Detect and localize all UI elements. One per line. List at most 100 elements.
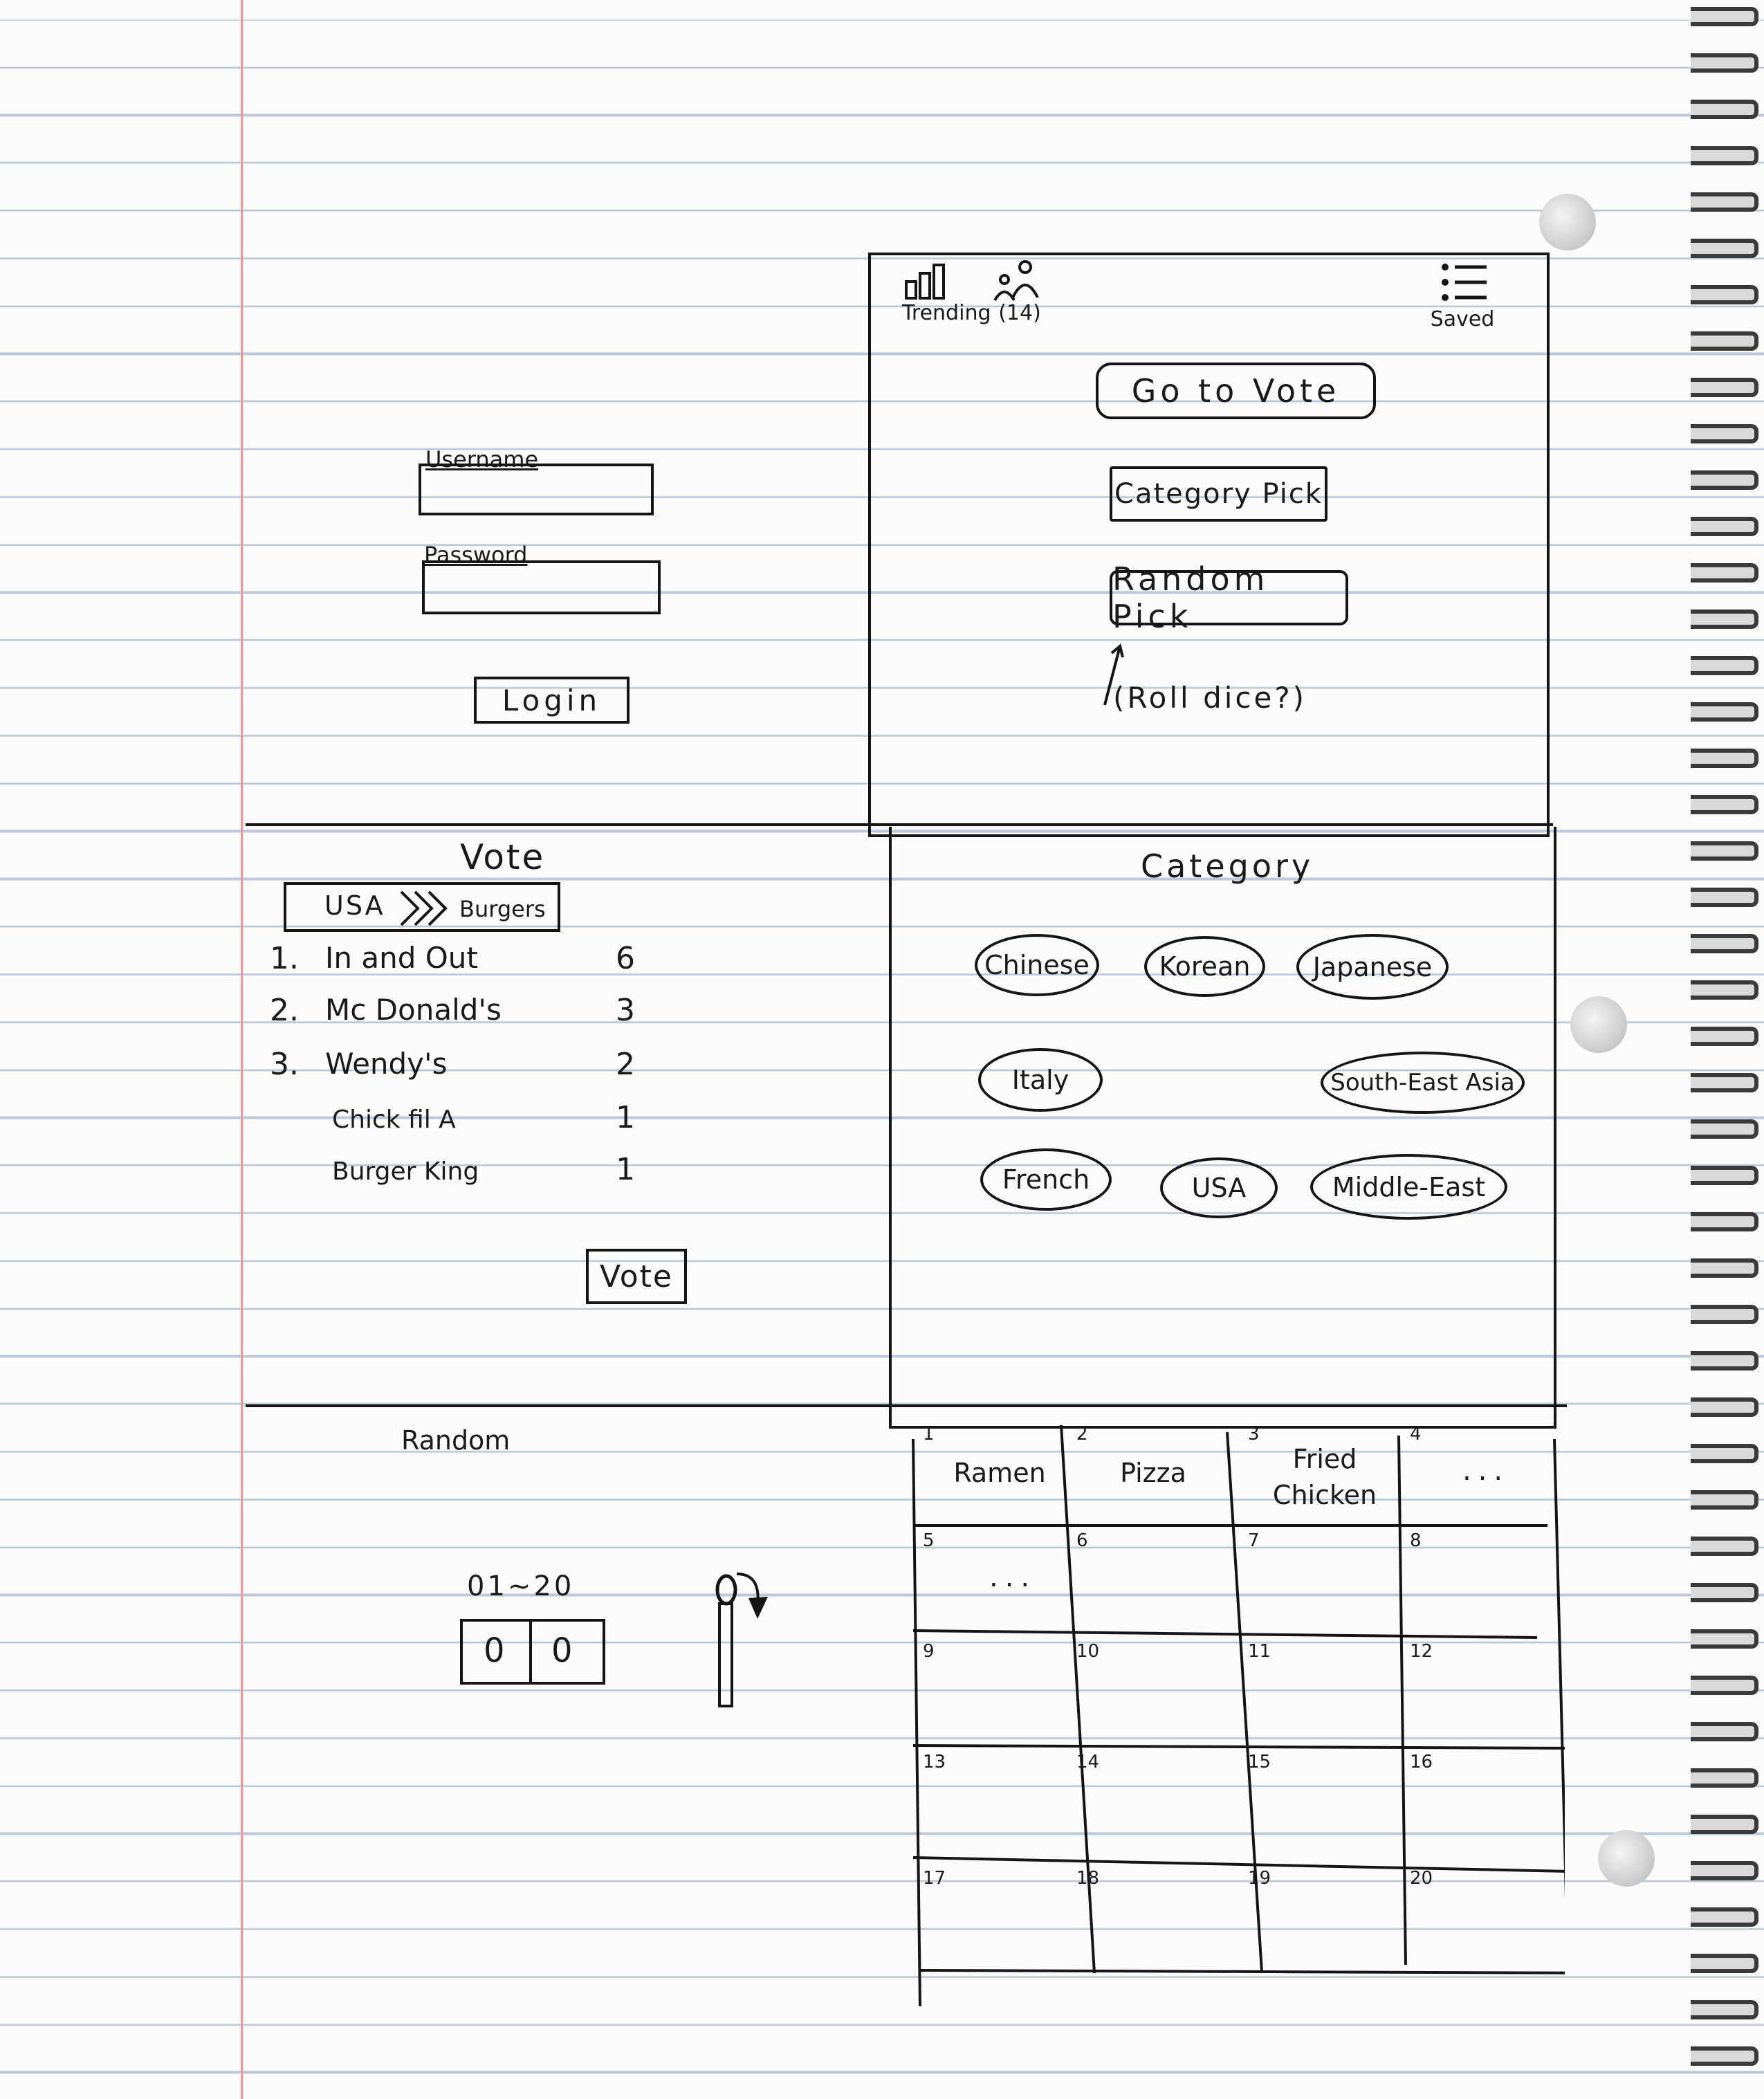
grid-cell[interactable]: 10 [1074,1641,1219,1738]
breadcrumb-country[interactable]: USA [324,890,385,921]
grid-cell[interactable]: 7 [1245,1530,1390,1627]
spiral-ring [1691,7,1758,26]
category-french[interactable]: French [980,1148,1112,1211]
username-field[interactable] [419,464,654,515]
grid-cell-number: 3 [1248,1424,1260,1445]
spiral-ring [1691,1722,1758,1741]
category-south-east-asia[interactable]: South-East Asia [1321,1052,1525,1114]
random-digit-tens: 0 [484,1631,505,1670]
grid-cell-number: 16 [1410,1752,1433,1772]
online-users[interactable]: (14) [982,259,1058,335]
home-screen: Trending (14) Saved Go to Vote Category … [868,253,1550,837]
grid-cell[interactable]: 4... [1407,1424,1552,1521]
spiral-ring [1691,1490,1758,1510]
digit-divider [529,1622,532,1682]
vote-button[interactable]: Vote [586,1249,687,1304]
grid-cell[interactable]: 6 [1074,1530,1219,1627]
password-field[interactable] [422,560,661,614]
grid-cell[interactable]: 16 [1407,1752,1552,1849]
punch-hole [1570,996,1627,1053]
grid-cell[interactable]: 12 [1407,1641,1552,1738]
trending-label: Trending [902,301,991,325]
spiral-ring [1691,980,1758,1000]
vote-row-name: Wendy's [325,1047,448,1081]
grid-cell[interactable]: 8 [1407,1530,1552,1627]
spiral-ring [1691,378,1758,397]
section-divider [246,1404,1567,1407]
grid-cell-number: 2 [1076,1424,1088,1445]
spiral-ring [1691,1907,1758,1927]
spiral-ring [1691,1583,1758,1602]
spiral-ring [1691,517,1758,536]
spiral-ring [1691,888,1758,907]
category-japanese[interactable]: Japanese [1296,934,1449,1000]
grid-cell[interactable]: 11 [1245,1641,1390,1738]
grid-cell[interactable]: 18 [1074,1868,1219,1965]
login-screen: Username Password Login [246,253,868,837]
grid-cell-number: 10 [1076,1641,1100,1662]
spiral-ring [1691,424,1758,443]
category-italy[interactable]: Italy [978,1048,1103,1112]
spiral-ring [1691,841,1758,861]
grid-cell[interactable]: 5... [920,1530,1065,1627]
spiral-ring [1691,1212,1758,1231]
spiral-ring [1691,2046,1758,2066]
grid-cell[interactable]: 15 [1245,1752,1390,1849]
breadcrumb-category[interactable]: Burgers [459,896,546,922]
grid-cell-number: 19 [1248,1868,1271,1889]
vote-row-count: 6 [616,941,635,976]
grid-cell[interactable]: 17 [920,1868,1065,1965]
grid-cell[interactable]: 13 [920,1752,1065,1849]
random-digit-ones: 0 [551,1631,573,1670]
vote-row-count: 1 [616,1152,635,1187]
spiral-ring [1691,563,1758,583]
lever-icon [715,1573,768,1707]
go-to-vote-button[interactable]: Go to Vote [1096,363,1376,419]
vote-row-name: In and Out [325,941,478,975]
spiral-ring [1691,192,1758,212]
spiral-ring [1691,934,1758,953]
random-range-label: 01~20 [467,1570,575,1602]
random-screen: Random 01~20 0 0 [246,1408,910,2003]
arrow-up-icon [1103,643,1124,706]
spiral-ring [1691,2000,1758,2019]
spiral-ring [1691,331,1758,351]
grid-cell[interactable]: 19 [1245,1868,1390,1965]
bar-chart-icon [905,264,945,300]
saved-button[interactable]: Saved [1424,259,1500,338]
login-button[interactable]: Login [474,677,630,724]
category-pick-button[interactable]: Category Pick [1110,466,1327,522]
spiral-ring [1691,795,1758,814]
vote-row-name: Chick fil A [332,1106,456,1134]
spiral-ring [1691,146,1758,165]
random-pick-button[interactable]: Random Pick [1110,560,1348,635]
grid-cell[interactable]: 9 [920,1641,1065,1738]
grid-cell-number: 7 [1248,1530,1260,1551]
punch-hole [1539,194,1596,250]
spiral-ring [1691,1073,1758,1092]
category-chinese[interactable]: Chinese [975,934,1099,996]
saved-label: Saved [1430,307,1495,331]
slot-lever[interactable] [706,1564,782,1716]
category-korean[interactable]: Korean [1144,936,1265,997]
grid-cell[interactable]: 20 [1407,1868,1552,1965]
grid-cell-item: Pizza [1120,1458,1186,1488]
grid-cell-number: 8 [1410,1530,1422,1551]
grid-cell-item: Fried Chicken [1272,1444,1377,1510]
trending-button[interactable]: Trending [902,261,991,330]
grid-cell[interactable]: 14 [1074,1752,1219,1849]
spiral-ring [1691,1537,1758,1556]
spiral-ring [1691,1954,1758,1973]
spiral-ring [1691,1119,1758,1139]
category-middle-east[interactable]: Middle-East [1310,1154,1507,1220]
category-usa[interactable]: USA [1160,1157,1278,1218]
